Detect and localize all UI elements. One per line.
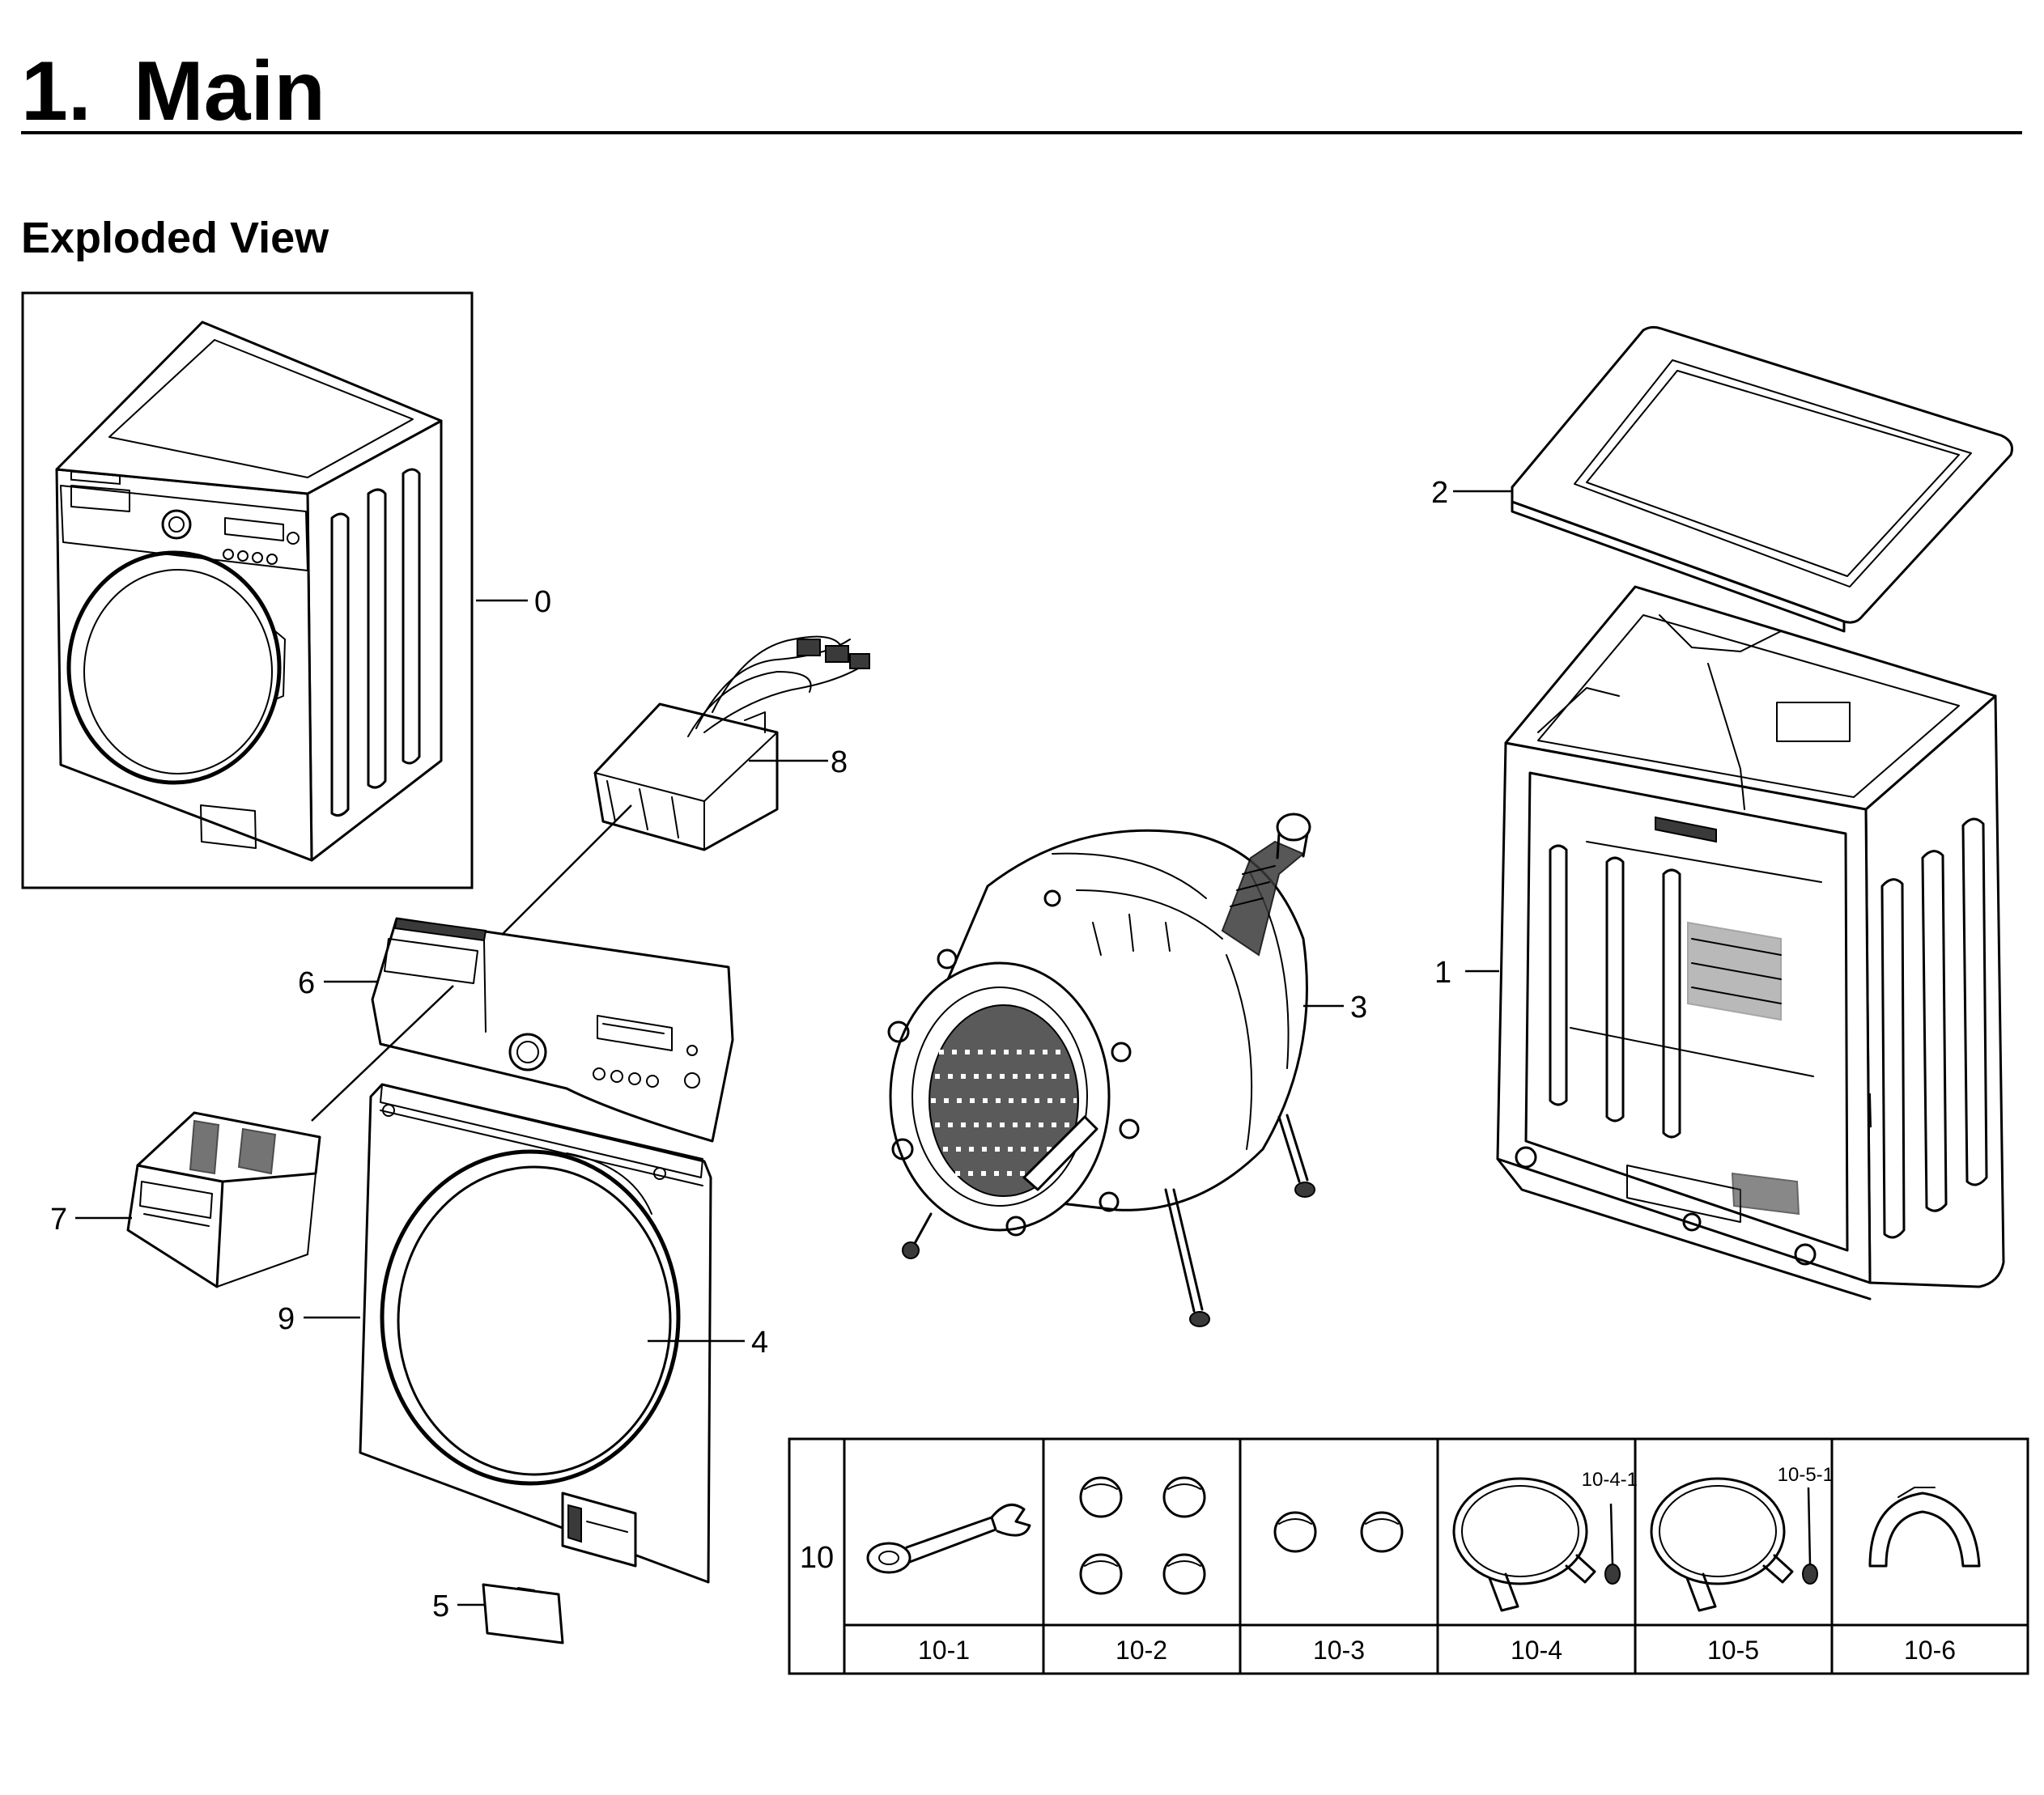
top-cover-illustration: [1511, 325, 2013, 633]
accessory-sub-label-10-5-1: 10-5-1: [1778, 1464, 1834, 1486]
accessory-label-10-1: 10-1: [918, 1636, 970, 1665]
accessory-label-10-2: 10-2: [1115, 1636, 1167, 1665]
accessory-cap-set-of-four-illustration: [1079, 1476, 1206, 1595]
callout-8: 8: [831, 745, 848, 779]
page-heading: 1. Main: [21, 45, 2022, 138]
heading-title: Main: [134, 45, 325, 138]
accessory-label-10-3: 10-3: [1313, 1636, 1365, 1665]
accessory-label-10-6: 10-6: [1904, 1636, 1956, 1665]
leader-lines: [75, 490, 1512, 1606]
control-panel-illustration: [371, 917, 734, 1143]
callout-7: 7: [50, 1203, 67, 1237]
accessory-label-10-5: 10-5: [1707, 1636, 1759, 1665]
heading-number: 1.: [21, 45, 91, 138]
callout-labels: 0 2 1 3 8 6 7 9 4 5: [50, 476, 1451, 1623]
accessory-sub-label-10-4-1: 10-4-1: [1582, 1469, 1638, 1491]
assembled-washer-illustration: [21, 291, 474, 889]
callout-1: 1: [1434, 956, 1451, 990]
accessory-inlet-hose-illustration: 10-4-1: [1452, 1469, 1638, 1612]
tub-assembly-illustration: [887, 813, 1315, 1327]
filter-cover-illustration: [482, 1583, 564, 1644]
callout-0: 0: [534, 585, 551, 619]
callout-2: 2: [1431, 476, 1448, 510]
cabinet-illustration: [1496, 585, 2005, 1301]
callout-3: 3: [1350, 991, 1367, 1025]
accessories-table-border: [788, 1437, 2029, 1675]
accessory-outlet-hose-illustration: 10-5-1: [1650, 1464, 1834, 1612]
callout-6: 6: [298, 966, 315, 1000]
accessory-cap-set-of-two-illustration: [1273, 1511, 1404, 1553]
pcb-assembly-illustration: [593, 635, 870, 851]
callout-9: 9: [278, 1302, 295, 1336]
callout-4: 4: [751, 1326, 768, 1360]
section-subheading: Exploded View: [21, 214, 329, 262]
accessories-table: 10 10-4-1: [788, 1437, 2029, 1675]
accessory-spanner-illustration: [866, 1503, 1031, 1574]
accessories-group-label: 10: [800, 1541, 834, 1575]
assembled-washer-frame: [21, 291, 474, 889]
accessory-hose-guide-illustration: [1868, 1487, 1981, 1568]
detergent-drawer-illustration: [126, 1111, 321, 1288]
callout-5: 5: [432, 1589, 449, 1623]
accessory-label-10-4: 10-4: [1511, 1636, 1562, 1665]
front-panel-illustration: [359, 1083, 712, 1584]
